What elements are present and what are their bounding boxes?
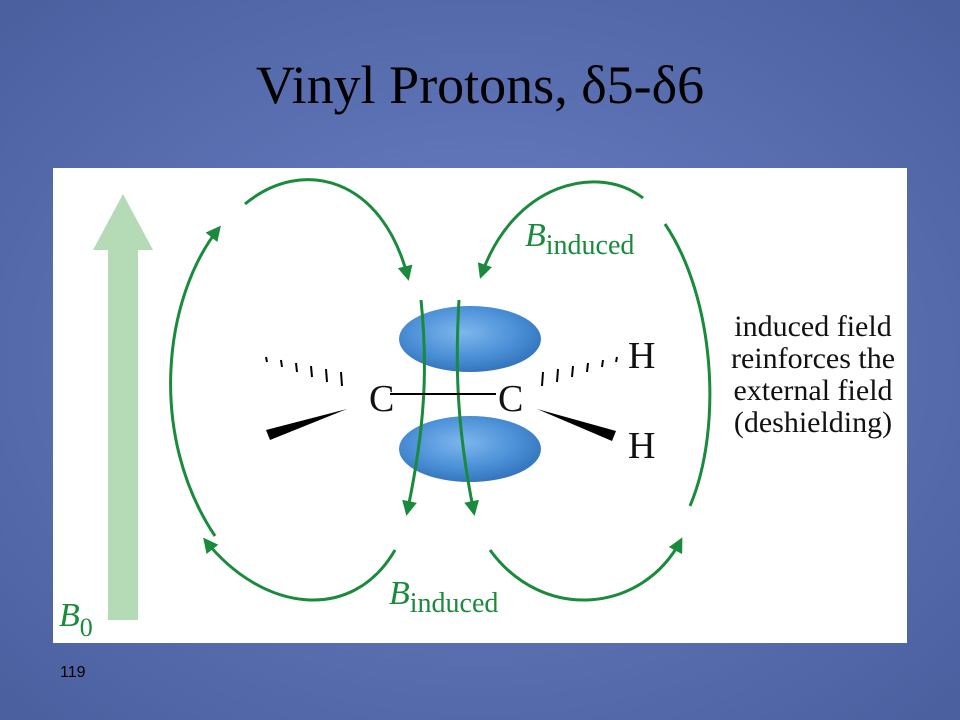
caption-line: (deshielding) <box>733 406 893 439</box>
hydrogen-bottom: H <box>628 425 655 467</box>
caption-line: induced field <box>734 310 892 343</box>
carbon-right: C <box>498 378 523 420</box>
vinyl-induced-field-diagram: B0 <box>53 168 907 643</box>
field-line-center-right <box>455 299 480 516</box>
wedge-bond-left <box>266 409 347 440</box>
induced-label-bottom: Binduced <box>389 575 498 619</box>
field-line-center-left <box>402 299 426 516</box>
diagram-canvas: B0 <box>59 178 712 642</box>
slide-title: Vinyl Protons, δ5-δ6 <box>255 55 705 115</box>
hydrogen-top: H <box>628 335 655 377</box>
deshielding-caption: induced field reinforces the external fi… <box>713 311 913 439</box>
field-line-top-left <box>244 178 413 281</box>
induced-field-lines <box>169 178 712 602</box>
slide-number: 119 <box>60 664 86 681</box>
field-line-bottom-left <box>203 537 397 602</box>
pi-cloud-bottom <box>399 416 541 482</box>
field-line-top-right <box>477 180 644 279</box>
dashed-bond-left <box>265 356 343 387</box>
external-field-label: B0 <box>59 597 93 642</box>
caption-line: reinforces the <box>730 342 896 375</box>
caption-line: external field <box>733 374 893 407</box>
induced-label-top: Binduced <box>525 217 634 261</box>
dashed-bond-right <box>541 356 618 387</box>
carbon-left: C <box>369 378 394 420</box>
pi-cloud-top <box>399 306 541 372</box>
field-line-bottom-right <box>488 537 683 602</box>
field-line-left-outer <box>169 225 221 537</box>
external-field-arrow <box>93 194 153 620</box>
field-line-right-outer <box>663 223 712 507</box>
wedge-bond-right <box>537 409 616 441</box>
